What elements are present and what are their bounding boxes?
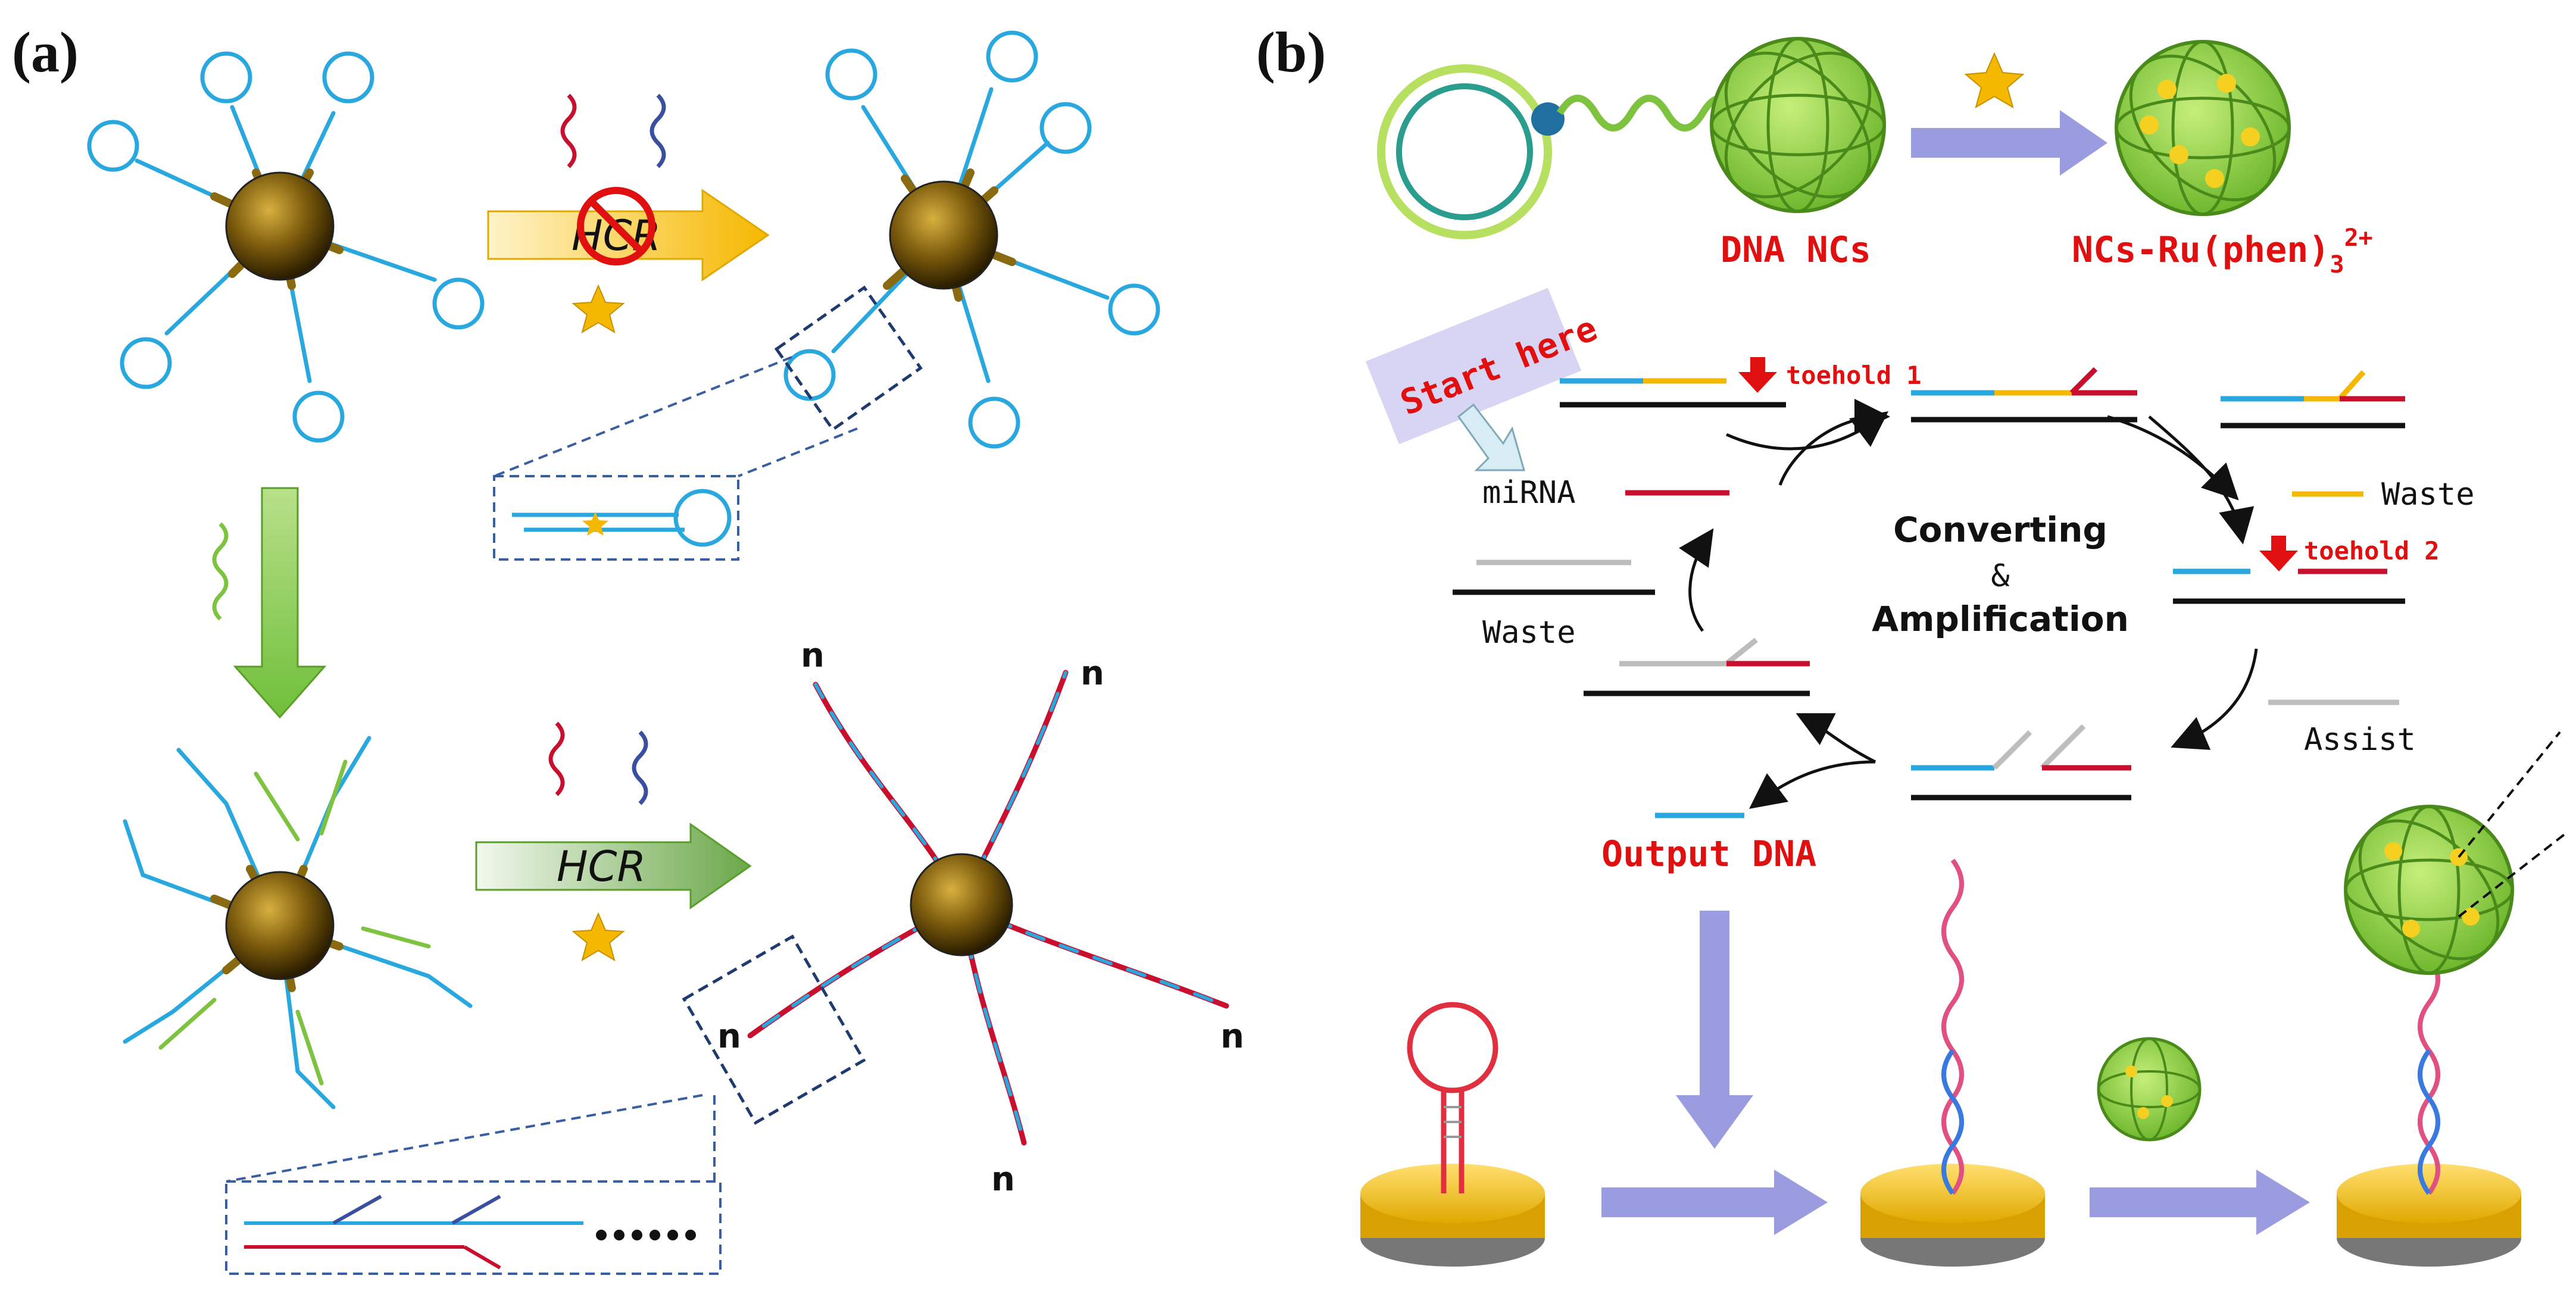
waste-left-label: Waste — [1482, 615, 1576, 651]
svg-text:toehold 1: toehold 1 — [1786, 361, 1922, 390]
output-dna-label: Output DNA — [1601, 833, 1816, 875]
blue-strand-icon-bottom — [632, 730, 648, 805]
nanoparticle-hairpin-top-left — [87, 51, 485, 443]
hcr-arrow-bottom — [475, 823, 752, 909]
mirna-label: miRNA — [1482, 475, 1576, 511]
toehold-2-marker: toehold 2 — [2259, 536, 2440, 571]
blue-strand-icon — [650, 93, 666, 168]
repeat-n-label: n — [991, 1160, 1015, 1199]
dna-nanocluster-icon — [1710, 37, 1886, 213]
amplification-label: Amplification — [1872, 599, 2129, 639]
loaded-nanocluster-icon — [2115, 40, 2291, 216]
repeat-n-label: n — [801, 636, 825, 675]
ampersand-label: & — [1991, 558, 2009, 594]
nanoparticle-opened-bottom-left — [123, 736, 473, 1109]
hcr-top-label: HCR — [572, 211, 661, 260]
prohibited-icon — [577, 187, 655, 265]
duplex-5 — [1911, 724, 2131, 801]
repeat-n-label: n — [1081, 654, 1104, 693]
electrode-duplex — [1860, 858, 2045, 1267]
green-strand-icon — [212, 522, 229, 621]
start-here-banner: Start here — [1365, 287, 1603, 471]
nanoparticle-hairpin-top-right — [783, 30, 1160, 449]
waste-right-label: Waste — [2381, 477, 2475, 512]
electrode-nanocluster-labeled — [2337, 731, 2567, 1267]
target-addition-arrow — [233, 487, 327, 719]
repeat-n-label: n — [717, 1017, 741, 1056]
repeat-bracket-labels: n n n n n — [717, 636, 1244, 1199]
red-strand-icon — [560, 93, 577, 168]
duplex-2 — [1911, 367, 2137, 423]
zoom-box-small — [774, 285, 923, 432]
duplex-3 — [2221, 370, 2405, 429]
duplex-1 — [1560, 378, 1786, 408]
dna-ncs-label: DNA NCs — [1721, 229, 1871, 271]
zoom-box-polymer — [682, 934, 866, 1125]
cycle-arrows — [1679, 399, 2258, 809]
nanoparticle-hcr-polymer — [747, 670, 1229, 1146]
panel-a-label: (a) — [12, 20, 79, 84]
svg-text:toehold 2: toehold 2 — [2304, 536, 2440, 565]
panel-b-label: (b) — [1256, 20, 1326, 84]
duplex-6 — [1584, 637, 1810, 696]
loaded-nanocluster-icon-small — [2097, 1037, 2202, 1142]
converting-label: Converting — [1893, 509, 2107, 550]
electrode-hairpin — [1360, 1002, 1545, 1267]
hairpin-zoom-detail — [493, 475, 739, 561]
dye-star-icon-bottom — [572, 912, 625, 962]
hcr-bottom-label: HCR — [557, 842, 646, 891]
panel-b: (b) DNA NCs — [1256, 20, 2567, 1267]
toehold-1-marker: toehold 1 — [1738, 357, 1922, 393]
detection-down-arrow — [1676, 911, 1753, 1149]
ncs-ru-label: NCs-Ru(phen)32+ — [2072, 224, 2373, 279]
polymer-zoom-detail — [225, 1180, 722, 1275]
panel-a: (a) — [12, 20, 1244, 1275]
waste-duplex-left — [1453, 559, 1655, 595]
electrode-arrow-1 — [1601, 1170, 1828, 1235]
dye-star-icon-b — [1964, 52, 2025, 109]
red-strand-icon-bottom — [548, 721, 565, 796]
duplex-4 — [2173, 568, 2405, 604]
circular-template — [1377, 64, 1742, 239]
loading-arrow — [1911, 110, 2107, 176]
dye-star-icon — [572, 284, 625, 334]
assist-label: Assist — [2304, 722, 2416, 758]
electrode-arrow-2 — [2090, 1170, 2310, 1235]
repeat-n-label: n — [1220, 1017, 1244, 1056]
